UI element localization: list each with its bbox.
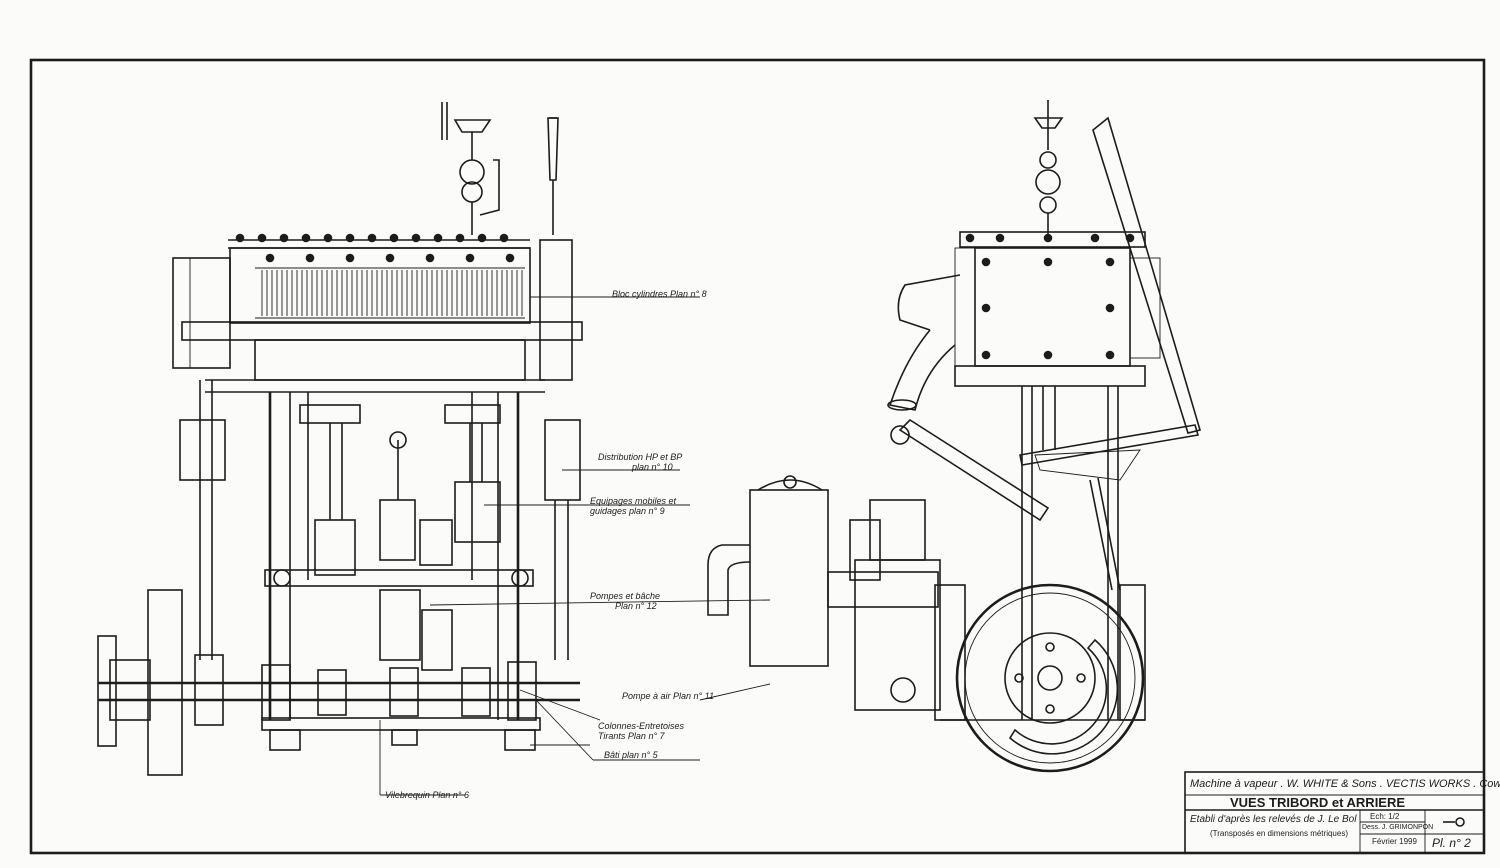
flywheel: [955, 583, 1145, 773]
label-pompe-air: Pompe à air Plan n° 11: [622, 691, 714, 701]
title-block-frame: [1184, 771, 1485, 854]
label-pompes-plan: Plan n° 12: [615, 601, 657, 611]
bolt: [1043, 233, 1053, 243]
bolt: [1090, 233, 1100, 243]
bolt: [1043, 350, 1053, 360]
title-date: Février 1999: [1372, 837, 1417, 846]
bolt: [1105, 303, 1115, 313]
label-vilebrequin: Vilebrequin Plan n° 6: [385, 790, 469, 800]
label-bati: Bâti plan n° 5: [604, 750, 658, 760]
bolt: [257, 233, 267, 243]
bolt: [411, 233, 421, 243]
title-transposes: (Transposés en dimensions métriques): [1210, 829, 1348, 838]
bolt: [505, 253, 515, 263]
air-pump: [854, 559, 941, 711]
label-equipages: Equipages mobiles et: [590, 496, 677, 506]
bolt: [981, 257, 991, 267]
bolt: [499, 233, 509, 243]
title-etabli: Etabli d'après les relevés de J. Le Bol: [1190, 814, 1357, 825]
title-dessinateur: Dess. J. GRIMONPON: [1362, 824, 1434, 831]
title-echelle: Ech: 1/2: [1370, 812, 1400, 821]
bolt: [477, 233, 487, 243]
label-distribution: Distribution HP et BP: [598, 452, 683, 462]
bolt: [433, 233, 443, 243]
bolt: [995, 233, 1005, 243]
bolt: [301, 233, 311, 243]
drawing-border: [29, 58, 1486, 855]
bolt: [1105, 257, 1115, 267]
starboard-view: [97, 102, 583, 776]
bolt: [389, 233, 399, 243]
label-tirants: Tirants Plan n° 7: [598, 731, 665, 741]
label-colonnes: Colonnes-Entretoises: [598, 721, 685, 731]
bolt: [425, 253, 435, 263]
bolt: [1125, 233, 1135, 243]
title-plan-number: Pl. n° 2: [1432, 836, 1471, 850]
bolt: [981, 350, 991, 360]
bolt: [265, 253, 275, 263]
bolt: [465, 253, 475, 263]
label-pompes: Pompes et bâche: [590, 591, 661, 601]
bolt: [345, 253, 355, 263]
label-bloc-cylindres: Bloc cylindres Plan n° 8: [612, 289, 707, 299]
bolt: [323, 233, 333, 243]
bolt: [305, 253, 315, 263]
bolt: [455, 233, 465, 243]
bolt: [367, 233, 377, 243]
bolt: [385, 253, 395, 263]
flywheel-side: [147, 589, 183, 776]
bolt: [279, 233, 289, 243]
bolt: [965, 233, 975, 243]
title-views: VUES TRIBORD et ARRIERE: [1230, 795, 1406, 810]
leader-lines: [379, 296, 771, 796]
label-distribution-plan: plan n° 10: [632, 462, 673, 472]
bolt: [1043, 257, 1053, 267]
label-equipages-plan: guidages plan n° 9: [590, 506, 665, 516]
bolt: [981, 303, 991, 313]
aft-view: [707, 100, 1202, 773]
bolt: [345, 233, 355, 243]
bolt: [1105, 350, 1115, 360]
bolt: [235, 233, 245, 243]
tank: [749, 489, 829, 667]
title-machine: Machine à vapeur . W. WHITE & Sons . VEC…: [1190, 778, 1500, 790]
cylinder-block: [229, 247, 531, 324]
